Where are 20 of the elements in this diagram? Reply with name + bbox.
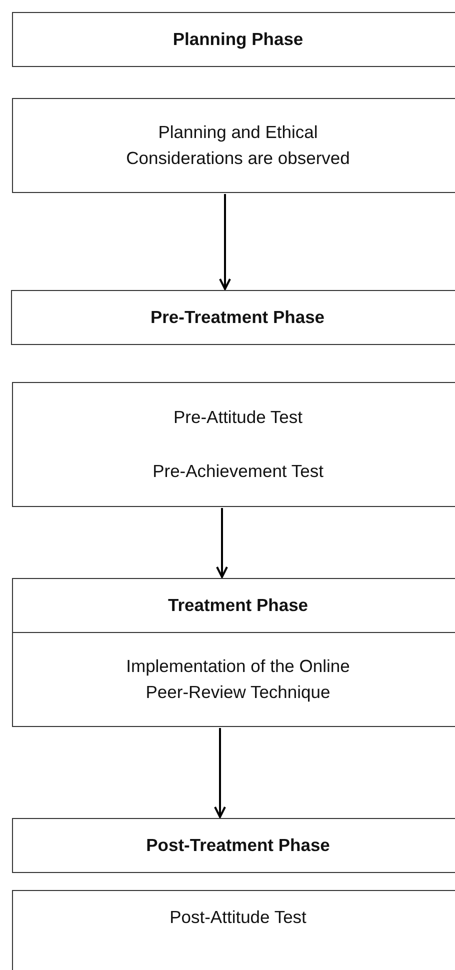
- activity-box: [12, 98, 455, 193]
- arrow: [216, 508, 228, 578]
- activity-text: Implementation of the Online Peer-Review Technique: [125, 655, 351, 704]
- activity-text: Pre-Achievement Test: [152, 460, 324, 482]
- phase-title: Planning Phase: [172, 28, 304, 51]
- phase-title: Pre-Treatment Phase: [150, 306, 325, 329]
- phase-header-box: [12, 12, 455, 67]
- activity-box: [12, 382, 455, 507]
- phase-title: Treatment Phase: [168, 594, 308, 617]
- activity-box: [12, 890, 455, 970]
- phase-title: Post-Treatment Phase: [146, 834, 330, 857]
- phase-header-box: [12, 818, 455, 873]
- phase-header-box: [11, 290, 455, 345]
- arrow: [214, 728, 226, 818]
- phase-header-box: [12, 578, 455, 633]
- activity-text: Planning and Ethical Considerations are observed: [125, 121, 351, 170]
- activity-text: Pre-Attitude Test: [173, 406, 303, 430]
- activity-text: Post-Attitude Test: [170, 906, 306, 929]
- activity-box: [12, 632, 455, 727]
- arrow: [219, 194, 231, 290]
